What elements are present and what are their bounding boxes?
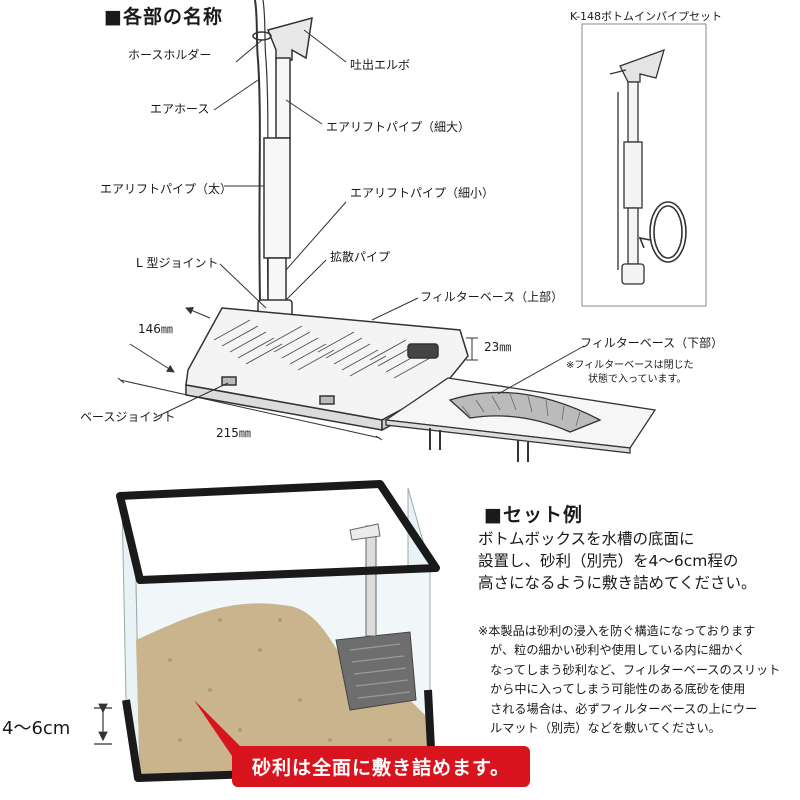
usage-text: ボトムボックスを水槽の底面に 設置し、砂利（別売）を4～6cm程の 高さになるよ… (478, 528, 757, 594)
set-example-title: ■セット例 (484, 504, 583, 526)
label-l-joint: L 型ジョイント (136, 256, 219, 270)
inset-pipe-drawing (609, 48, 665, 285)
gravel-banner: 砂利は全面に敷き詰めます。 (232, 746, 531, 787)
airlift-pipe (257, 16, 313, 317)
gravel-height-label: 4～6cm (2, 718, 71, 739)
inset-hose-coil (638, 201, 687, 263)
aquarium-tank (116, 480, 440, 782)
parts-section-title: ■各部の名称 (104, 6, 223, 28)
banner-pointer (194, 700, 244, 756)
filter-base-note-line-1: ※フィルターベースは閉じた (566, 360, 694, 371)
dimension-depth: 146㎜ (138, 322, 173, 336)
note-line-2: が、粒の細かい砂利や使用している内に細かく (490, 643, 746, 658)
label-air-hose: エアホース (150, 102, 210, 116)
label-airlift-pipe-thin-large: エアリフトパイプ（細大） (326, 120, 471, 134)
filter-base-lower-drawing (384, 377, 657, 462)
dimension-lines (117, 307, 478, 441)
dimension-height: 23㎜ (484, 340, 512, 354)
inset-title: K-148ボトムインパイプセット (570, 10, 723, 23)
air-hose-line (254, 0, 261, 301)
label-hose-holder: ホースホルダー (128, 48, 212, 62)
label-filter-base-upper: フィルターベース（上部） (420, 290, 564, 304)
label-filter-base-lower: フィルターベース（下部） (580, 336, 724, 350)
label-airlift-pipe-thin-small: エアリフトパイプ（細小） (350, 186, 495, 200)
dimension-width: 215㎜ (216, 426, 251, 440)
usage-line-3: 高さになるように敷き詰めてください。 (478, 574, 757, 592)
note-line-6: ルマット（別売）などを敷いてください。 (490, 721, 721, 736)
label-diffuser-pipe: 拡散パイプ (330, 250, 391, 264)
note-line-3: なってしまう砂利など、フィルターベースのスリット (490, 662, 781, 677)
note-line-5: される場合は、必ずフィルターベースの上にウー (490, 701, 758, 716)
filter-base-note-line-2: 状態で入っています。 (588, 374, 687, 385)
note-line-4: から中に入ってしまう可能性のある底砂を使用 (490, 682, 746, 697)
usage-line-2: 設置し、砂利（別売）を4～6cm程の (478, 552, 739, 570)
label-base-joint: ベースジョイント (80, 410, 176, 424)
gravel-height-marker (94, 703, 112, 745)
caution-note: ※本製品は砂利の浸入を防ぐ構造になっております が、粒の細かい砂利や使用している… (478, 622, 780, 738)
label-airlift-pipe-thick: エアリフトパイプ（太） (100, 182, 233, 196)
label-outlet-elbow: 吐出エルボ (350, 58, 411, 72)
note-line-1: ※本製品は砂利の浸入を防ぐ構造になっております (478, 624, 756, 638)
usage-line-1: ボトムボックスを水槽の底面に (478, 530, 695, 548)
